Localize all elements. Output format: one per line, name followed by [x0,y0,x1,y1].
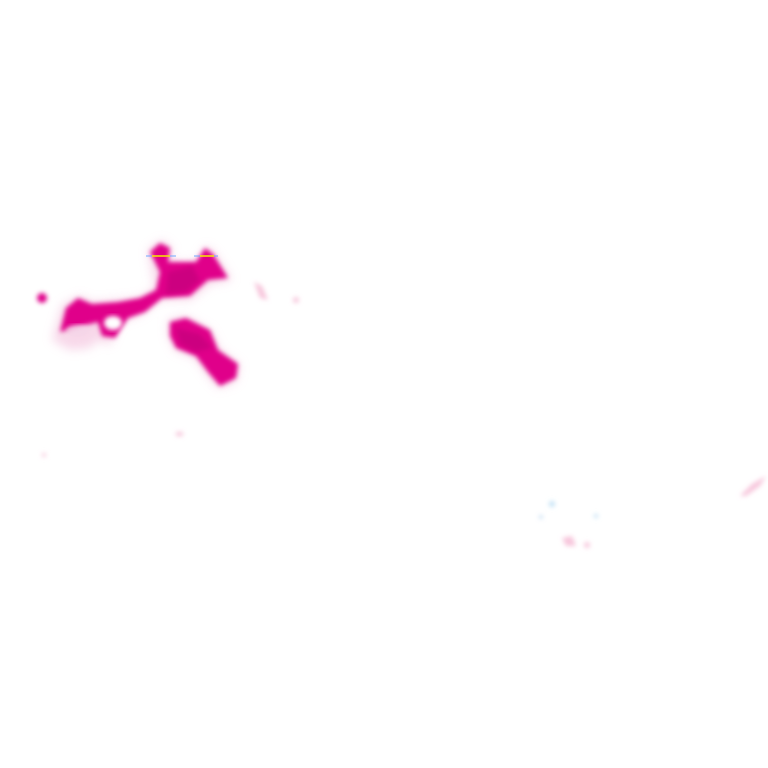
precip-light-scattered [42,282,766,548]
precip-cell-main [37,240,240,388]
